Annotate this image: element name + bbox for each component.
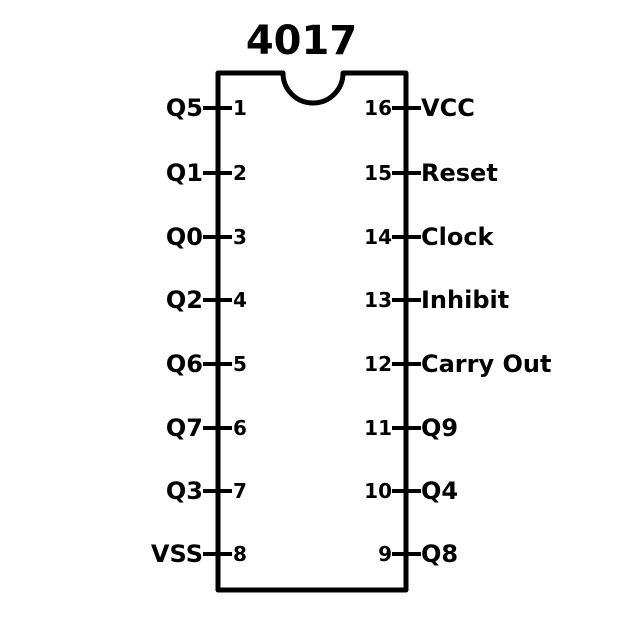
pin-7-number: 7 — [233, 479, 247, 503]
pin-2-name: Q1 — [165, 159, 203, 187]
left-pin-stubs — [203, 106, 232, 556]
pin-1-number: 1 — [233, 96, 247, 120]
pin-13-number: 13 — [364, 288, 392, 312]
pin-1-name: Q5 — [165, 94, 203, 122]
pin-9-number: 9 — [378, 542, 392, 566]
pin-12-number: 12 — [364, 352, 392, 376]
pin-10-name: Q4 — [421, 477, 459, 505]
pin-4-number: 4 — [233, 288, 247, 312]
pin-6-number: 6 — [233, 416, 247, 440]
pin-11-name: Q9 — [421, 414, 459, 442]
pin-6-name: Q7 — [165, 414, 203, 442]
pin-7-name: Q3 — [165, 477, 203, 505]
pin-3-number: 3 — [233, 225, 247, 249]
pin-9-name: Q8 — [421, 540, 459, 568]
right-pin-stubs — [392, 106, 421, 556]
pin-10-number: 10 — [364, 479, 392, 503]
pin-15-number: 15 — [364, 161, 392, 185]
pin-5-name: Q6 — [165, 350, 203, 378]
pin-8-name: VSS — [150, 540, 203, 568]
pin-16-number: 16 — [364, 96, 392, 120]
pin-2-number: 2 — [233, 161, 247, 185]
pin-12-name: Carry Out — [421, 350, 552, 378]
pin-8-number: 8 — [233, 542, 247, 566]
pin-14-name: Clock — [421, 223, 494, 251]
pin-15-name: Reset — [421, 159, 498, 187]
pin-4-name: Q2 — [165, 286, 203, 314]
pin-14-number: 14 — [364, 225, 392, 249]
chip-title: 4017 — [245, 18, 358, 64]
pin-3-name: Q0 — [165, 223, 203, 251]
pin-11-number: 11 — [364, 416, 392, 440]
pin-13-name: Inhibit — [421, 286, 510, 314]
pin-16-name: VCC — [421, 94, 475, 122]
pin-5-number: 5 — [233, 352, 247, 376]
